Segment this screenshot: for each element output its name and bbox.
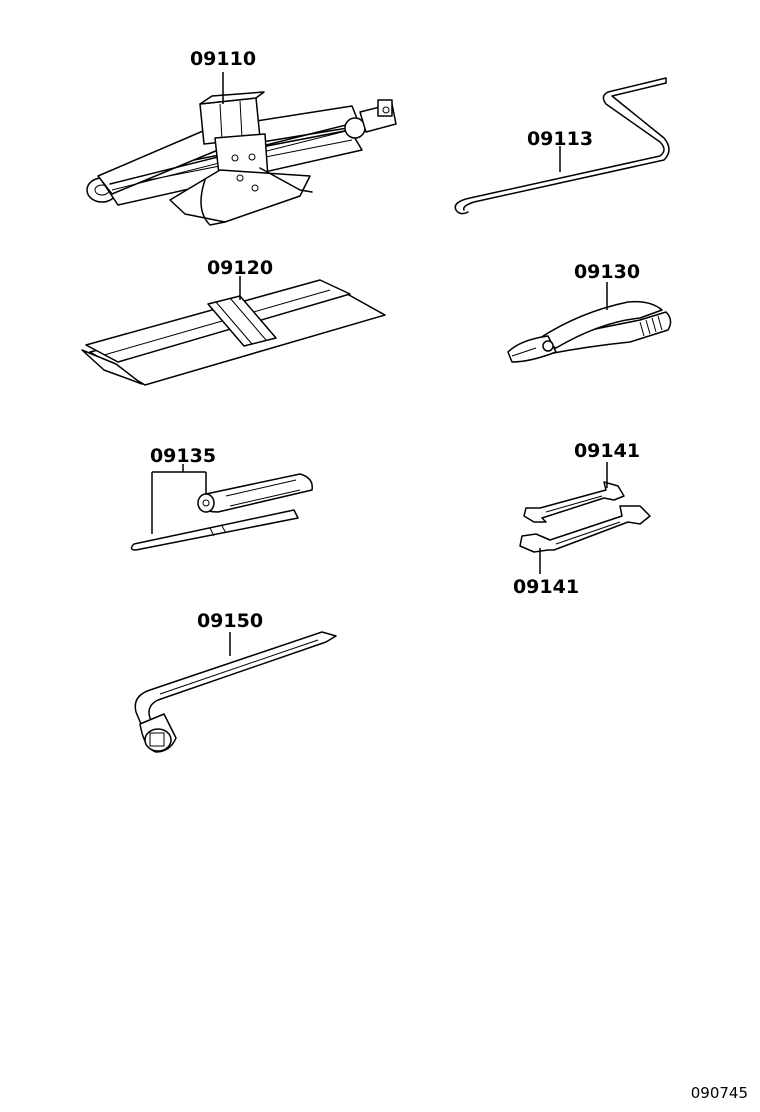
part-label-jack: 09110 — [190, 48, 256, 70]
jack-handle-drawing — [454, 77, 670, 215]
pliers-drawing — [507, 300, 672, 363]
wrench-upper-drawing — [523, 481, 625, 523]
part-label-screwdriver: 09135 — [150, 445, 216, 467]
lug-wrench-drawing — [134, 631, 337, 753]
drawing-code: 090745 — [691, 1084, 748, 1102]
part-label-wrench-lower: 09141 — [513, 576, 579, 598]
screwdriver-drawing — [130, 473, 313, 551]
wrench-lower-drawing — [519, 505, 651, 553]
jack-drawing — [86, 91, 397, 226]
tool-bag-drawing — [81, 279, 386, 386]
part-label-tool-bag: 09120 — [207, 257, 273, 279]
screwdriver-leader-lines — [151, 464, 207, 534]
part-label-pliers: 09130 — [574, 261, 640, 283]
part-label-wrench-upper: 09141 — [574, 440, 640, 462]
part-label-jack-handle: 09113 — [527, 128, 593, 150]
part-label-lug-wrench: 09150 — [197, 610, 263, 632]
